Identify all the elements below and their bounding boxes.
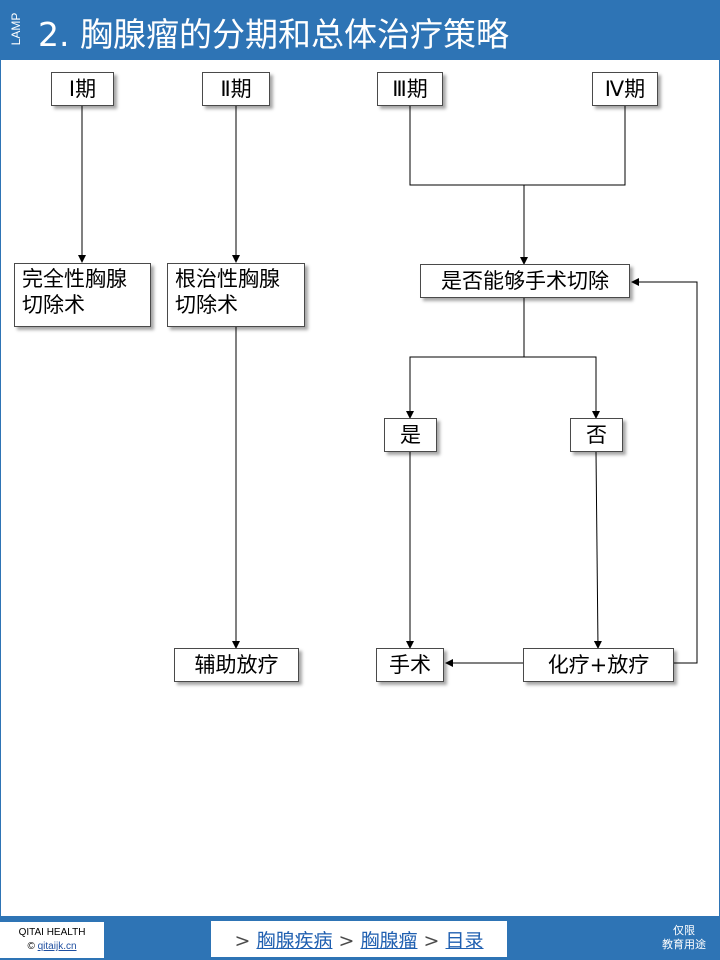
resectable-question-box: 是否能够手术切除 bbox=[420, 264, 630, 298]
complete-resection-line1: 完全性胸腺 bbox=[22, 267, 127, 291]
surgery-box: 手术 bbox=[376, 648, 444, 682]
education-line1: 仅限 bbox=[673, 924, 695, 937]
stage2-box: Ⅱ期 bbox=[202, 72, 270, 106]
breadcrumb-separator: > bbox=[338, 930, 355, 952]
chemo-radiotherapy-label: 化疗+放疗 bbox=[547, 653, 650, 677]
complete-resection-line2: 切除术 bbox=[22, 293, 85, 317]
no-box: 否 bbox=[570, 418, 623, 452]
brand-link[interactable]: qitaijk.cn bbox=[37, 941, 77, 952]
education-notice: 仅限 教育用途 bbox=[652, 924, 716, 952]
education-line2: 教育用途 bbox=[662, 938, 706, 951]
page-title: 2. 胸腺瘤的分期和总体治疗策略 bbox=[38, 15, 509, 54]
no-label: 否 bbox=[586, 423, 607, 447]
stage4-box: Ⅳ期 bbox=[592, 72, 658, 106]
breadcrumb-thymoma[interactable]: 胸腺瘤 bbox=[360, 930, 418, 952]
surgery-label: 手术 bbox=[389, 653, 431, 677]
arrow-chemo-loop-to-question bbox=[631, 278, 698, 664]
radical-resection-line1: 根治性胸腺 bbox=[175, 267, 280, 291]
complete-resection-box: 完全性胸腺 切除术 bbox=[14, 263, 151, 327]
stage3-box: Ⅲ期 bbox=[377, 72, 443, 106]
breadcrumb-thymic-disease[interactable]: 胸腺疾病 bbox=[256, 930, 333, 952]
adjuvant-radiotherapy-box: 辅助放疗 bbox=[174, 648, 299, 682]
breadcrumb-separator: > bbox=[234, 930, 251, 952]
connector-question-no bbox=[524, 356, 600, 419]
breadcrumb: > 胸腺疾病 > 胸腺瘤 > 目录 bbox=[211, 921, 507, 957]
stage1-label: Ⅰ期 bbox=[68, 77, 97, 101]
connector-stage4 bbox=[524, 106, 626, 186]
yes-box: 是 bbox=[384, 418, 437, 452]
brand-block: QITAI HEALTH © qitaijk.cn bbox=[0, 922, 104, 958]
header-bar: LAMP 2. 胸腺瘤的分期和总体治疗策略 bbox=[0, 0, 720, 60]
yes-label: 是 bbox=[400, 423, 421, 447]
chemo-radiotherapy-box: 化疗+放疗 bbox=[523, 648, 674, 682]
radical-resection-line2: 切除术 bbox=[175, 293, 238, 317]
brand-name: QITAI HEALTH bbox=[18, 927, 86, 938]
adjuvant-radiotherapy-label: 辅助放疗 bbox=[194, 653, 279, 677]
radical-resection-box: 根治性胸腺 切除术 bbox=[167, 263, 305, 327]
stage1-box: Ⅰ期 bbox=[51, 72, 114, 106]
resectable-question-label: 是否能够手术切除 bbox=[441, 269, 609, 293]
breadcrumb-separator: > bbox=[423, 930, 440, 952]
stage4-label: Ⅳ期 bbox=[604, 77, 646, 101]
stage2-label: Ⅱ期 bbox=[220, 77, 252, 101]
stage3-label: Ⅲ期 bbox=[392, 77, 428, 101]
connector-stage3 bbox=[409, 106, 524, 186]
connector-question-split bbox=[406, 298, 525, 419]
arrow-no-to-chemo bbox=[593, 451, 602, 649]
brand-copyright-line: © qitaijk.cn bbox=[0, 940, 104, 954]
copyright-symbol: © bbox=[27, 941, 35, 952]
breadcrumb-contents[interactable]: 目录 bbox=[445, 930, 484, 952]
